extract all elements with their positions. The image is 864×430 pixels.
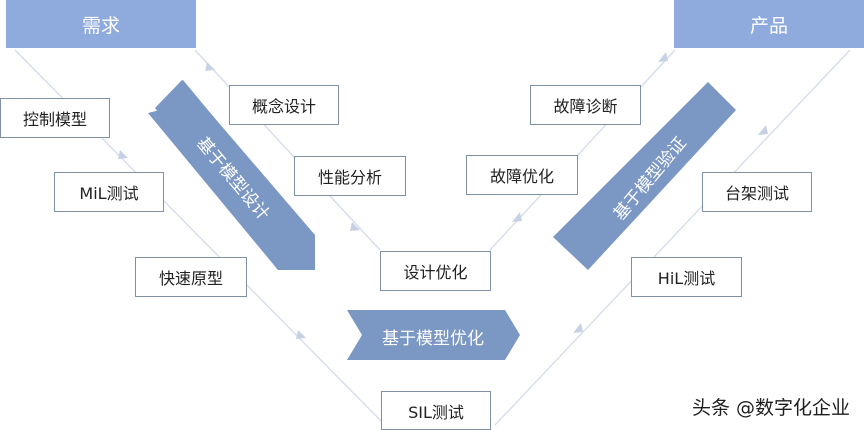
- model-optimization-label: 基于模型优化: [382, 328, 484, 349]
- fault-diagnosis-box: 故障诊断: [530, 85, 641, 125]
- arrowhead: [205, 62, 215, 71]
- arrow-model-design-shape: [155, 80, 315, 270]
- control-model-box: 控制模型: [0, 98, 110, 138]
- arrowhead: [758, 125, 768, 135]
- mil-test-box: MiL测试: [54, 172, 164, 212]
- design-optimization-box: 设计优化: [380, 251, 491, 291]
- rapid-prototype-box: 快速原型: [135, 257, 247, 297]
- arrowhead: [350, 222, 360, 231]
- product-header: 产品: [674, 0, 864, 48]
- arrowhead: [658, 52, 668, 62]
- arrowhead: [296, 330, 306, 339]
- bench-test-box: 台架测试: [702, 172, 812, 212]
- arrowhead: [512, 212, 522, 222]
- arrowhead: [118, 150, 128, 159]
- concept-design-box: 概念设计: [229, 85, 339, 125]
- arrowhead: [573, 323, 583, 333]
- performance-analysis-box: 性能分析: [294, 156, 406, 196]
- hil-test-box: HiL测试: [631, 257, 742, 297]
- sil-test-box: SIL测试: [381, 391, 491, 430]
- outer-right-line: [494, 49, 851, 426]
- watermark: 头条 @数字化企业: [691, 397, 850, 419]
- inner-left-line: [194, 49, 381, 251]
- arrow-model-opt: [347, 310, 520, 360]
- requirement-header: 需求: [6, 0, 196, 48]
- arrow-model-verify: [553, 82, 736, 270]
- fault-optimization-box: 故障优化: [466, 155, 578, 195]
